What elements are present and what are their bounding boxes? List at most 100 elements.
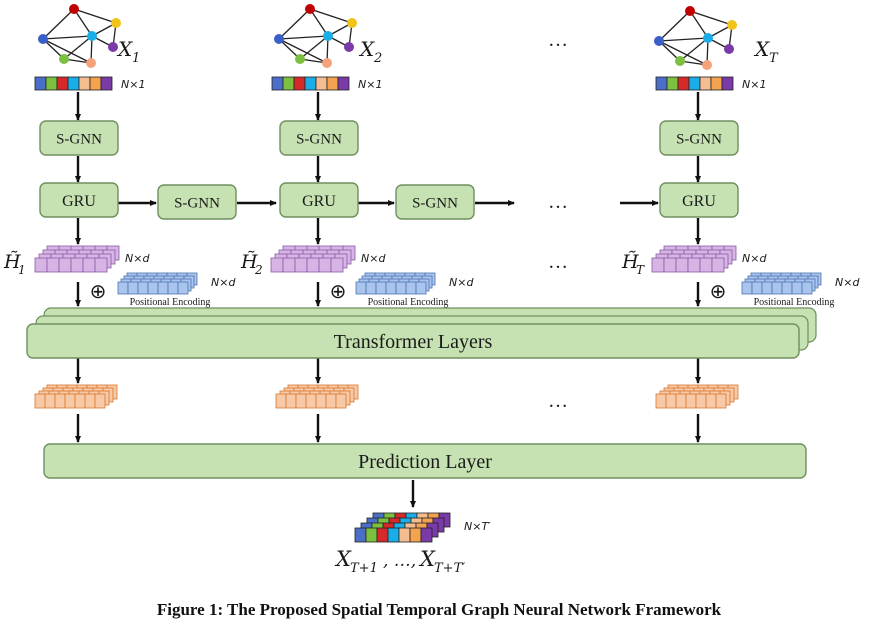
transformer-block-label: Transformer Layers	[334, 331, 493, 353]
graph-icon-2-node	[347, 18, 357, 28]
pe-stack-3	[741, 272, 822, 295]
graph-icon-1-edge	[42, 38, 92, 64]
graph-icon-3-edge	[689, 10, 709, 39]
graph-icon-1-edge	[73, 8, 117, 24]
feature-vector-1-cell	[67, 76, 80, 91]
arrows-layer	[75, 92, 701, 508]
graph-icon-1-node	[108, 42, 118, 52]
feature-vector-1-cell	[34, 76, 47, 91]
pe-dim-3: N×d	[835, 276, 860, 289]
hidden-stack-1-cell	[82, 257, 96, 273]
sgnn-chain-block-1	[157, 184, 237, 220]
output-stack-2-cell	[275, 393, 287, 409]
pe-stack-3-cell	[781, 281, 793, 295]
graph-icon-3-edge	[658, 10, 691, 42]
graph-icon-3-node	[685, 6, 695, 16]
pe-stack-3-cell	[751, 281, 763, 295]
feature-vector-2-cell	[326, 76, 339, 91]
hidden-label-2: H̃	[240, 251, 258, 273]
feature-vector-1-cell	[89, 76, 102, 91]
hidden-label-sub-1: 1	[18, 263, 26, 277]
final-output-cell	[376, 527, 389, 543]
graph-icon-3-node	[675, 56, 685, 66]
hidden-stack-2	[270, 245, 356, 273]
final-output-cell	[365, 527, 378, 543]
feature-vector-3-cell	[699, 76, 712, 91]
graph-icon-3-edge	[689, 10, 733, 26]
feature-vector-3-cell	[688, 76, 701, 91]
pe-stack-2-cell	[375, 281, 387, 295]
output-stack-1-cell	[84, 393, 96, 409]
feature-vector-3-cell	[655, 76, 668, 91]
feature-vector-2-cell	[337, 76, 350, 91]
output-stack-3-cell	[675, 393, 687, 409]
sgnn-block-2	[279, 120, 359, 156]
feature-vector-3-cell	[710, 76, 723, 91]
graph-icon-3-node	[654, 36, 664, 46]
graph-icon-3-node	[702, 60, 712, 70]
graph-icon-3-edge	[658, 37, 709, 42]
graph-label-sub-2: 2	[373, 51, 382, 66]
pe-stack-3-cell	[771, 281, 783, 295]
graph-icon-1-edge	[42, 35, 93, 40]
graph-label-1: X	[116, 37, 133, 61]
hidden-stack-2-cell	[282, 257, 296, 273]
hidden-label-3: H̃	[621, 251, 639, 273]
graph-icon-1-node	[38, 34, 48, 44]
hidden-stack-2-cell	[318, 257, 332, 273]
sgnn-chain-block-2-label: S-GNN	[412, 195, 458, 211]
graph-icon-2-edge	[299, 35, 329, 60]
hidden-dim-2: N×d	[361, 252, 386, 265]
graph-icon-1-node	[86, 58, 96, 68]
ellipsis-2: …	[548, 191, 568, 213]
hidden-stack-2-cell	[294, 257, 308, 273]
hidden-dim-3: N×d	[742, 252, 767, 265]
feature-vector-3-cell	[677, 76, 690, 91]
final-output-cell	[354, 527, 367, 543]
feature-vector-1-cell	[56, 76, 69, 91]
graph-icon-3-node	[703, 33, 713, 43]
final-output-sub-b: T+T′	[434, 561, 465, 576]
feature-vector-1-cell	[45, 76, 58, 91]
final-output-x2: X	[418, 547, 436, 571]
pe-stack-1-cell	[127, 281, 139, 295]
pe-stack-1-cell	[147, 281, 159, 295]
final-output-dim: N×T′	[464, 520, 491, 533]
prediction-block-label: Prediction Layer	[358, 451, 492, 473]
graph-icon-3-node	[724, 44, 734, 54]
pe-stack-2-cell	[365, 281, 377, 295]
feature-dim-2: N×1	[358, 78, 382, 91]
pe-stack-2-cell	[395, 281, 407, 295]
output-stack-3-cell	[695, 393, 707, 409]
graph-icon-2-node	[322, 58, 332, 68]
output-stack-1-cell	[44, 393, 56, 409]
figure-caption: Figure 1: The Proposed Spatial Temporal …	[156, 600, 722, 619]
feature-vector-2-cell	[315, 76, 328, 91]
pe-stack-1-cell	[157, 281, 169, 295]
feature-vector-2	[271, 76, 350, 91]
sgnn-block-1-label: S-GNN	[56, 131, 102, 147]
final-output-cell	[398, 527, 411, 543]
feature-vector-1	[34, 76, 113, 91]
graph-label-sub-3: T	[769, 51, 779, 66]
output-stack-1-cell	[94, 393, 106, 409]
sgnn-chain-block-2	[395, 184, 475, 220]
final-output-stack	[354, 512, 451, 543]
graph-icon-2-edge	[278, 38, 328, 64]
graph-icon-3-edge	[658, 40, 708, 66]
hidden-stack-1-cell	[70, 257, 84, 273]
output-stack-2-cell	[325, 393, 337, 409]
ellipsis-4: …	[548, 390, 568, 412]
final-output-sub-a: T+1	[350, 561, 378, 576]
hidden-stack-1-cell	[58, 257, 72, 273]
feature-vector-2-cell	[304, 76, 317, 91]
gru-block-1-label: GRU	[62, 193, 96, 210]
pe-stack-2	[355, 272, 436, 295]
pe-dim-1: N×d	[211, 276, 236, 289]
output-stack-3-cell	[715, 393, 727, 409]
feature-dim-3: N×1	[742, 78, 766, 91]
sgnn-block-1	[39, 120, 119, 156]
feature-vector-1-cell	[100, 76, 113, 91]
